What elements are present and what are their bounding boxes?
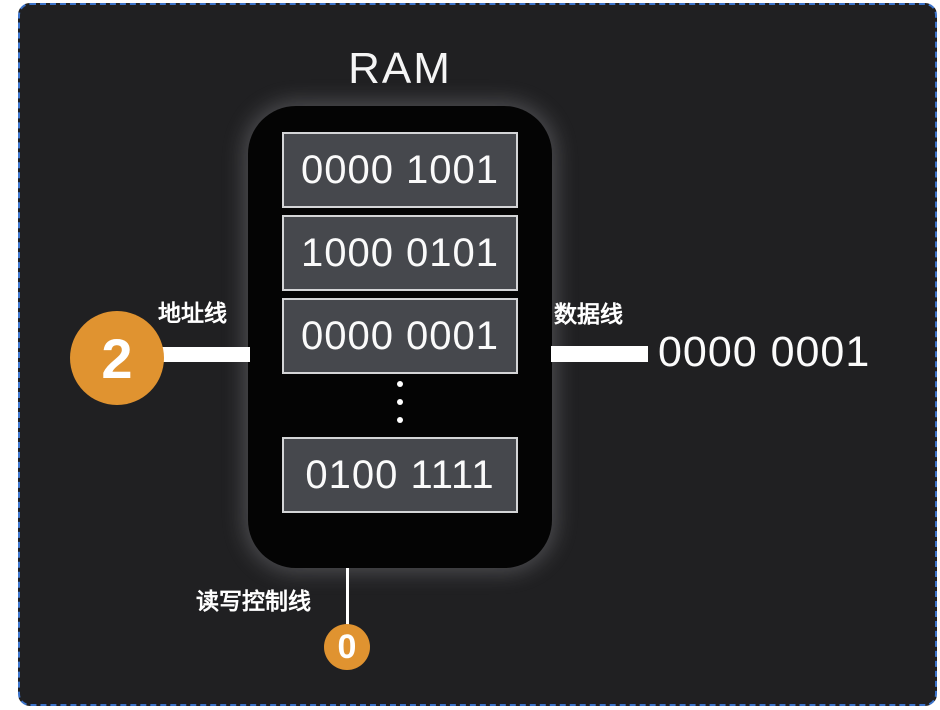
vertical-ellipsis-icon (397, 381, 403, 423)
memory-cell: 1000 0101 (282, 215, 518, 291)
data-line (551, 346, 648, 362)
data-line-label: 数据线 (554, 301, 623, 327)
diagram-title: RAM (348, 44, 452, 93)
control-line (346, 568, 349, 626)
memory-cell: 0000 0001 (282, 298, 518, 374)
memory-cell: 0000 1001 (282, 132, 518, 208)
address-value-badge: 2 (70, 311, 164, 405)
ram-box: 0000 1001 1000 0101 0000 0001 0100 1111 (248, 106, 552, 568)
address-line-label: 地址线 (158, 300, 227, 326)
memory-cell: 0100 1111 (282, 437, 518, 513)
data-output-value: 0000 0001 (658, 328, 871, 376)
control-value-badge: 0 (324, 624, 370, 670)
control-line-label: 读写控制线 (196, 588, 311, 614)
